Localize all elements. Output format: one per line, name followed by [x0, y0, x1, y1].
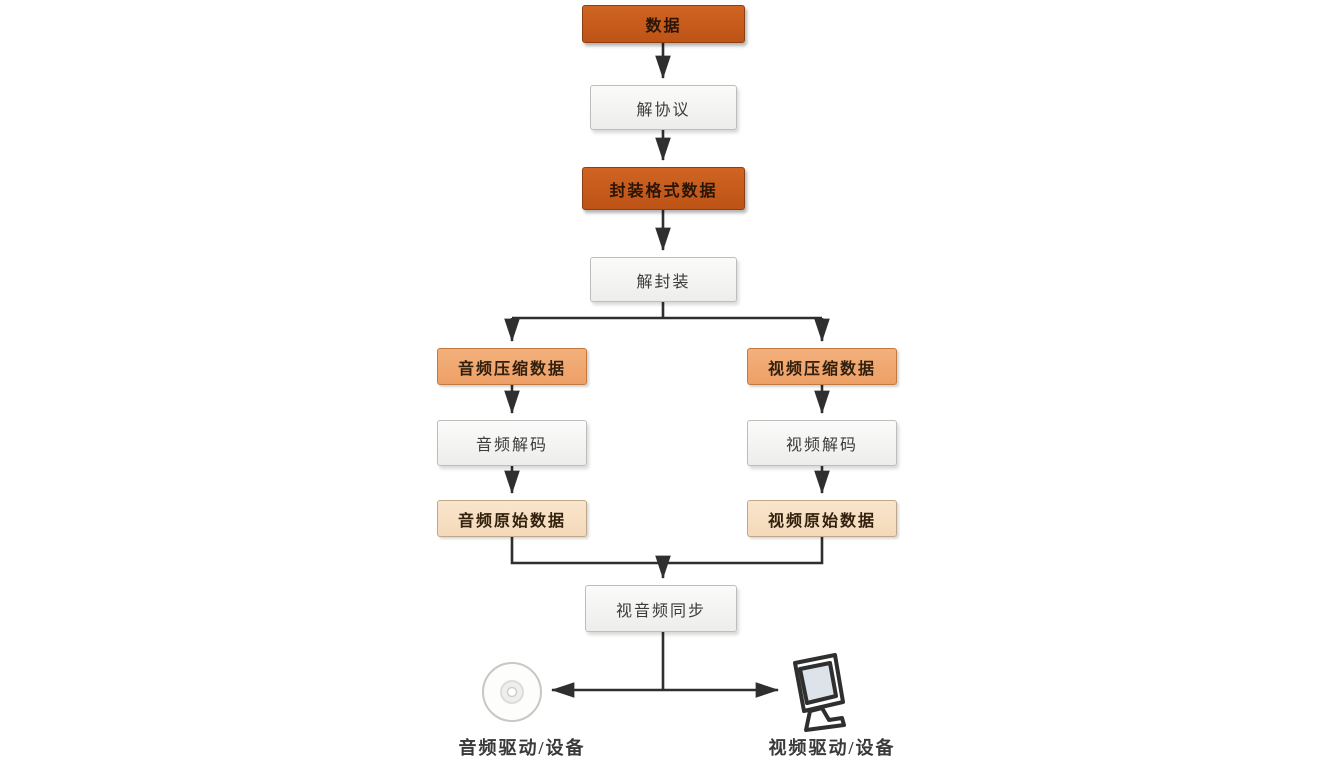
node-audio-decode: 音频解码	[437, 420, 587, 466]
node-av-sync: 视音频同步	[585, 585, 737, 632]
node-container-data: 封装格式数据	[582, 167, 745, 210]
video-device-label: 视频驱动/设备	[768, 738, 896, 758]
monitor-icon	[782, 650, 854, 739]
node-audio-raw: 音频原始数据	[437, 500, 587, 537]
disc-icon	[480, 660, 544, 729]
node-video-compressed: 视频压缩数据	[747, 348, 897, 385]
node-parse-protocol: 解协议	[590, 85, 737, 130]
node-video-raw: 视频原始数据	[747, 500, 897, 537]
node-data: 数据	[582, 5, 745, 43]
audio-device-label: 音频驱动/设备	[458, 738, 586, 758]
node-demux: 解封装	[590, 257, 737, 302]
node-audio-compressed: 音频压缩数据	[437, 348, 587, 385]
node-video-decode: 视频解码	[747, 420, 897, 466]
